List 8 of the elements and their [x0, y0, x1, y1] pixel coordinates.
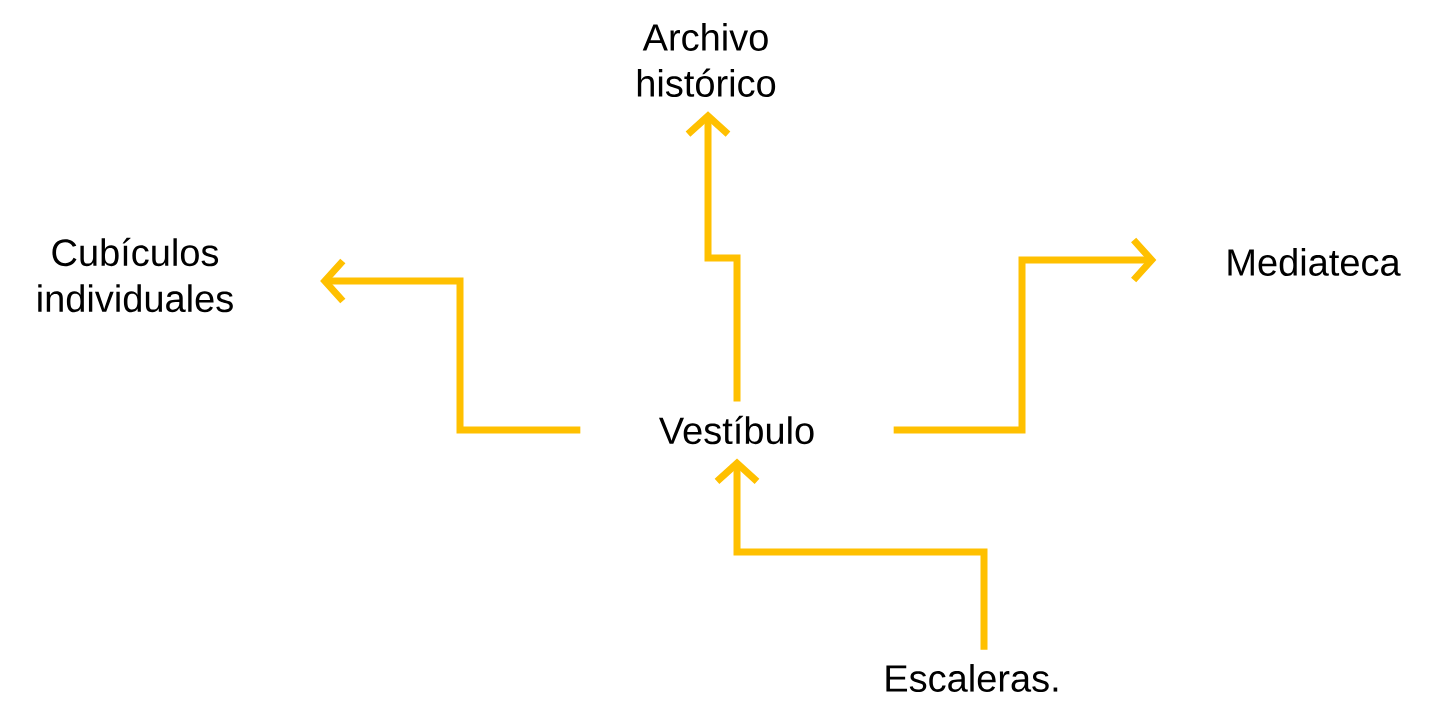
- place-label: Vestíbulo: [659, 415, 814, 445]
- arrow: [320, 258, 581, 434]
- place-label: Archivo histórico: [637, 23, 776, 97]
- place-label: Cubículos individuales: [38, 237, 233, 313]
- place-label: Escaleras.: [886, 664, 1058, 692]
- place-label: Mediateca: [1228, 248, 1401, 276]
- arrow: [893, 237, 1157, 434]
- arrow: [685, 111, 741, 402]
